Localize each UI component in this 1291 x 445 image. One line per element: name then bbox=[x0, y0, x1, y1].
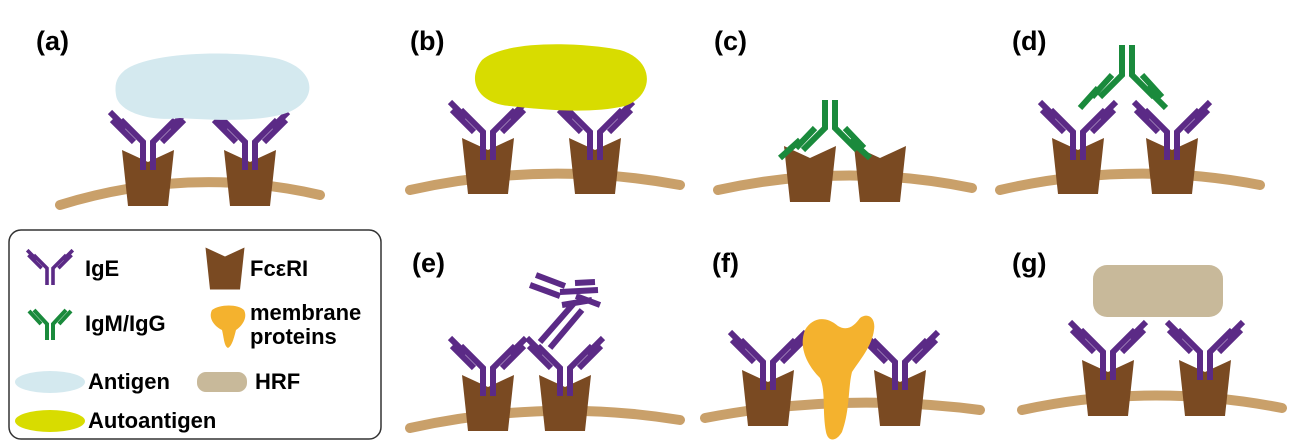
fceri-receptor bbox=[462, 375, 514, 431]
legend-autoantigen-label: Autoantigen bbox=[88, 408, 216, 433]
ige-antibody bbox=[110, 112, 186, 170]
fceri-receptor bbox=[1052, 138, 1104, 194]
legend-ige-label: IgE bbox=[85, 256, 119, 281]
hrf-icon bbox=[197, 372, 247, 392]
panel-c: (c) bbox=[714, 26, 972, 202]
fceri-receptor bbox=[224, 150, 276, 206]
panel-label-d: (d) bbox=[1012, 26, 1046, 56]
panel-d: (d) bbox=[1000, 26, 1260, 194]
legend-igm-igg-label: IgM/IgG bbox=[85, 311, 166, 336]
panel-e: (e) bbox=[410, 248, 680, 431]
legend-membrane-label-line2: proteins bbox=[250, 324, 337, 349]
legend-antigen-label: Antigen bbox=[88, 369, 170, 394]
legend-fceri-label: FcεRI bbox=[250, 256, 308, 281]
panel-label-f: (f) bbox=[712, 248, 739, 278]
panel-b: (b) bbox=[410, 26, 680, 194]
cell-membrane bbox=[1000, 174, 1260, 190]
antigen-shape bbox=[115, 54, 309, 120]
antigen-icon bbox=[15, 371, 85, 393]
fceri-receptor bbox=[462, 138, 514, 194]
fceri-receptor bbox=[1082, 360, 1134, 416]
autoantigen-icon bbox=[15, 410, 85, 432]
cell-membrane bbox=[718, 175, 972, 190]
panel-label-g: (g) bbox=[1012, 248, 1046, 278]
cell-membrane bbox=[60, 182, 320, 205]
fceri-receptor bbox=[1146, 138, 1198, 194]
panel-label-e: (e) bbox=[412, 248, 445, 278]
fceri-receptor bbox=[874, 370, 926, 426]
fceri-receptor bbox=[784, 146, 836, 202]
cell-membrane bbox=[1022, 395, 1282, 410]
panel-g: (g) bbox=[1012, 248, 1282, 416]
legend-hrf-label: HRF bbox=[255, 369, 300, 394]
ige-antibody bbox=[212, 112, 288, 170]
anti-ige-antibody bbox=[530, 275, 600, 348]
fceri-receptor bbox=[539, 375, 591, 431]
panel-label-c: (c) bbox=[714, 26, 747, 56]
igm-igg-antibody bbox=[780, 100, 870, 158]
fceri-receptor bbox=[1179, 360, 1231, 416]
legend-membrane-label-line1: membrane bbox=[250, 300, 361, 325]
panel-a: (a) bbox=[36, 26, 320, 206]
panel-label-a: (a) bbox=[36, 26, 69, 56]
panel-f: (f) bbox=[705, 248, 980, 440]
panel-label-b: (b) bbox=[410, 26, 444, 56]
ige-antibody bbox=[862, 332, 938, 390]
ige-antibody bbox=[730, 332, 806, 390]
membrane-protein-shape bbox=[803, 316, 875, 440]
fceri-receptor bbox=[122, 150, 174, 206]
hrf-shape bbox=[1093, 265, 1223, 317]
cell-membrane bbox=[410, 174, 680, 190]
igm-igg-antibody bbox=[1080, 45, 1166, 108]
fceri-receptor bbox=[569, 138, 621, 194]
autoantigen-shape bbox=[475, 44, 647, 110]
ige-antibody bbox=[1070, 322, 1146, 380]
legend: IgE FcεRI IgM/IgG membrane proteins Anti… bbox=[9, 230, 381, 439]
fceri-receptor bbox=[742, 370, 794, 426]
ige-antibody bbox=[1167, 322, 1243, 380]
